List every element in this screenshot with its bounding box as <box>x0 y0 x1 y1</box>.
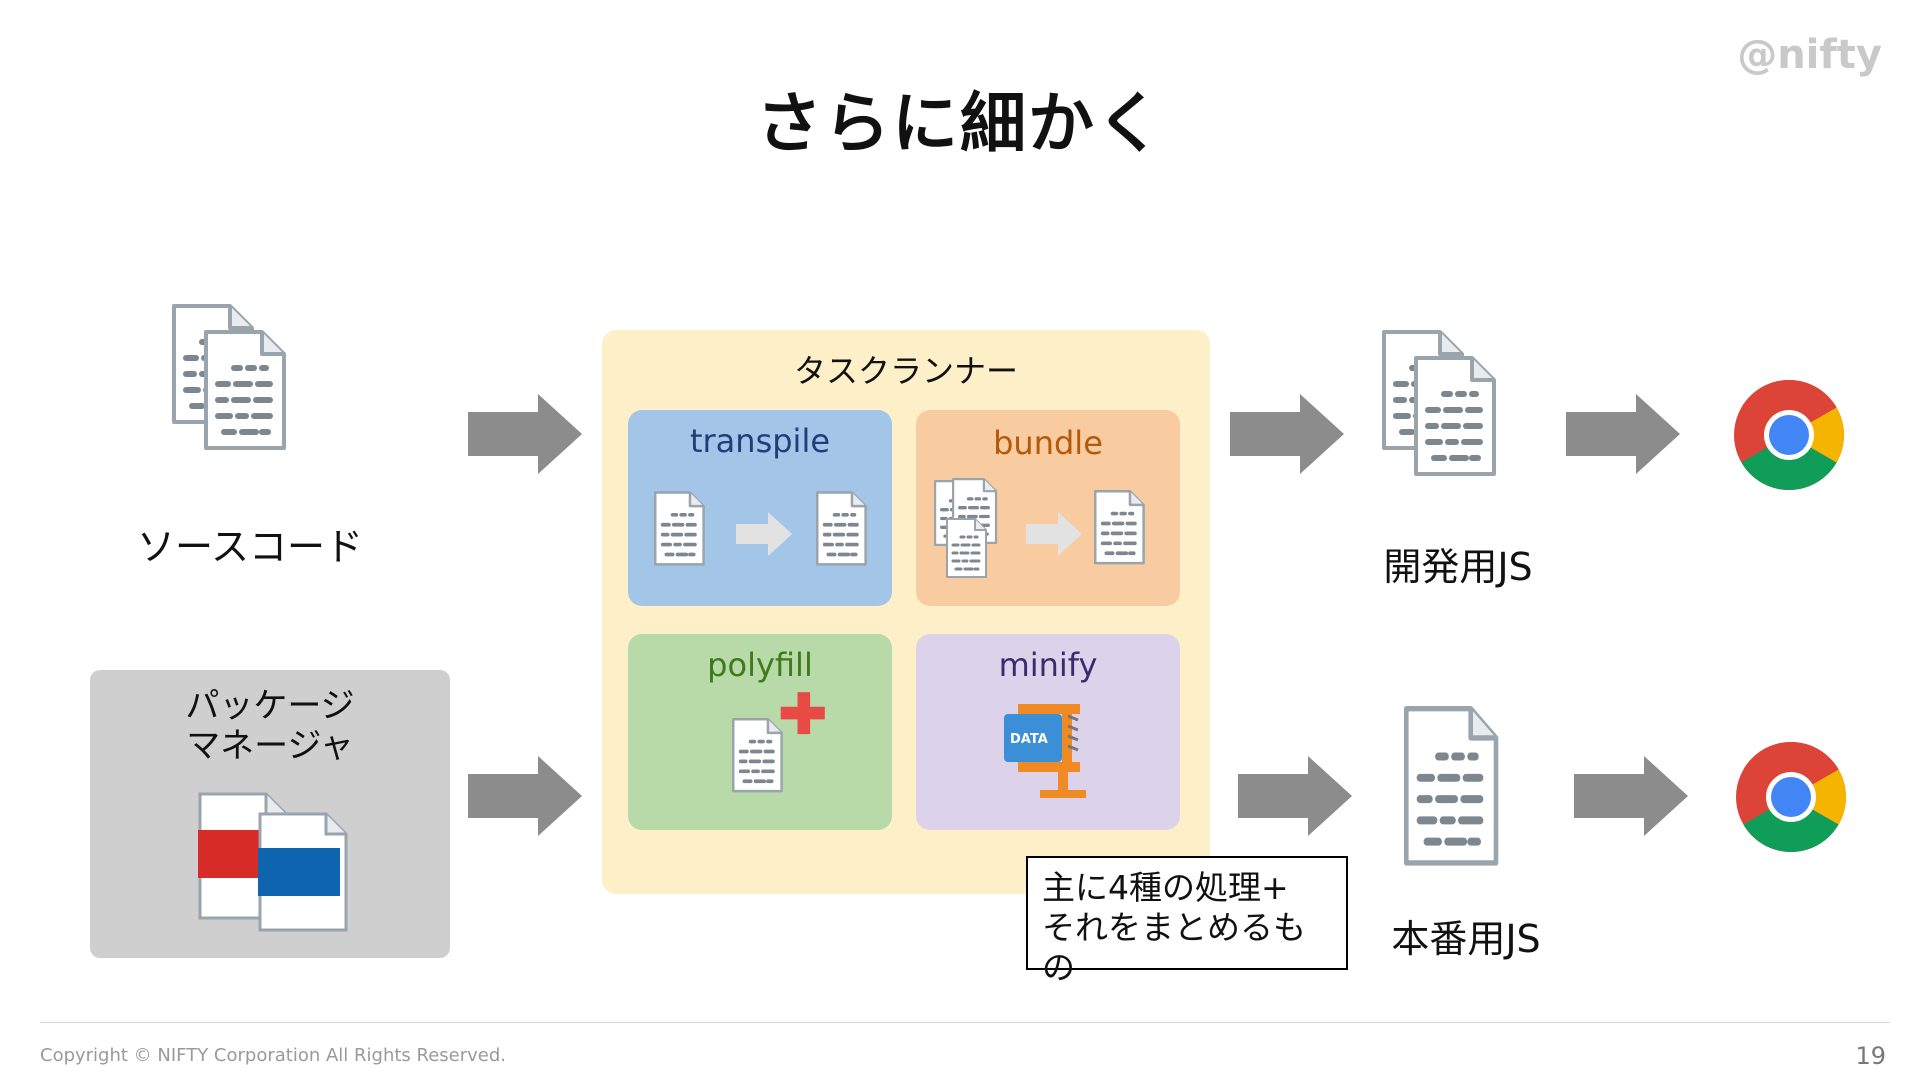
page-number: 19 <box>1855 1042 1886 1070</box>
copyright-text: Copyright © NIFTY Corporation All Rights… <box>40 1045 507 1066</box>
arrow-prod-js-to-browser <box>1574 756 1688 836</box>
minify-clamp-icon: DATA <box>1004 704 1086 798</box>
prod-js-label: 本番用JS <box>1391 917 1541 961</box>
arrow-runner-to-prod-js <box>1238 756 1352 836</box>
slide-title: さらに細かく <box>756 85 1164 162</box>
prod-js-document-icon <box>1404 706 1514 872</box>
note-box: 主に4種の処理+ それをまとめるもの <box>1026 856 1348 987</box>
polyfill-icon <box>731 692 825 794</box>
arrow-package-to-runner <box>468 756 582 836</box>
dev-js-documents-icon <box>1380 330 1540 520</box>
package-manager-label: パッケージ マネージャ <box>90 686 450 766</box>
bundle-label: bundle <box>993 424 1103 462</box>
transpile-icon <box>654 490 868 567</box>
package-manager-label-line1: パッケージ <box>185 686 355 726</box>
footer-divider <box>40 1022 1890 1023</box>
arrow-runner-to-dev-js <box>1230 394 1344 474</box>
arrow-dev-js-to-browser <box>1566 394 1680 474</box>
note-line2: それをまとめるもの <box>1042 908 1306 987</box>
arrow-source-to-runner <box>468 394 582 474</box>
chrome-browser-icon-dev <box>1734 380 1844 490</box>
package-manager-label-line2: マネージャ <box>186 726 354 766</box>
chrome-browser-icon-prod <box>1736 742 1846 852</box>
package-files-icon <box>198 792 348 932</box>
dev-js-label: 開発用JS <box>1383 545 1533 589</box>
source-code-label: ソースコード <box>136 525 364 569</box>
source-code-documents-icon <box>170 304 330 494</box>
nifty-logo: @nifty <box>1737 32 1882 78</box>
bundle-icon <box>934 478 1146 579</box>
task-runner-label: タスクランナー <box>793 352 1018 390</box>
note-line1: 主に4種の処理+ <box>1042 868 1289 907</box>
transpile-label: transpile <box>689 422 831 460</box>
minify-data-text: DATA <box>1010 732 1048 747</box>
minify-label: minify <box>998 646 1098 684</box>
polyfill-label: polyfill <box>707 646 813 684</box>
